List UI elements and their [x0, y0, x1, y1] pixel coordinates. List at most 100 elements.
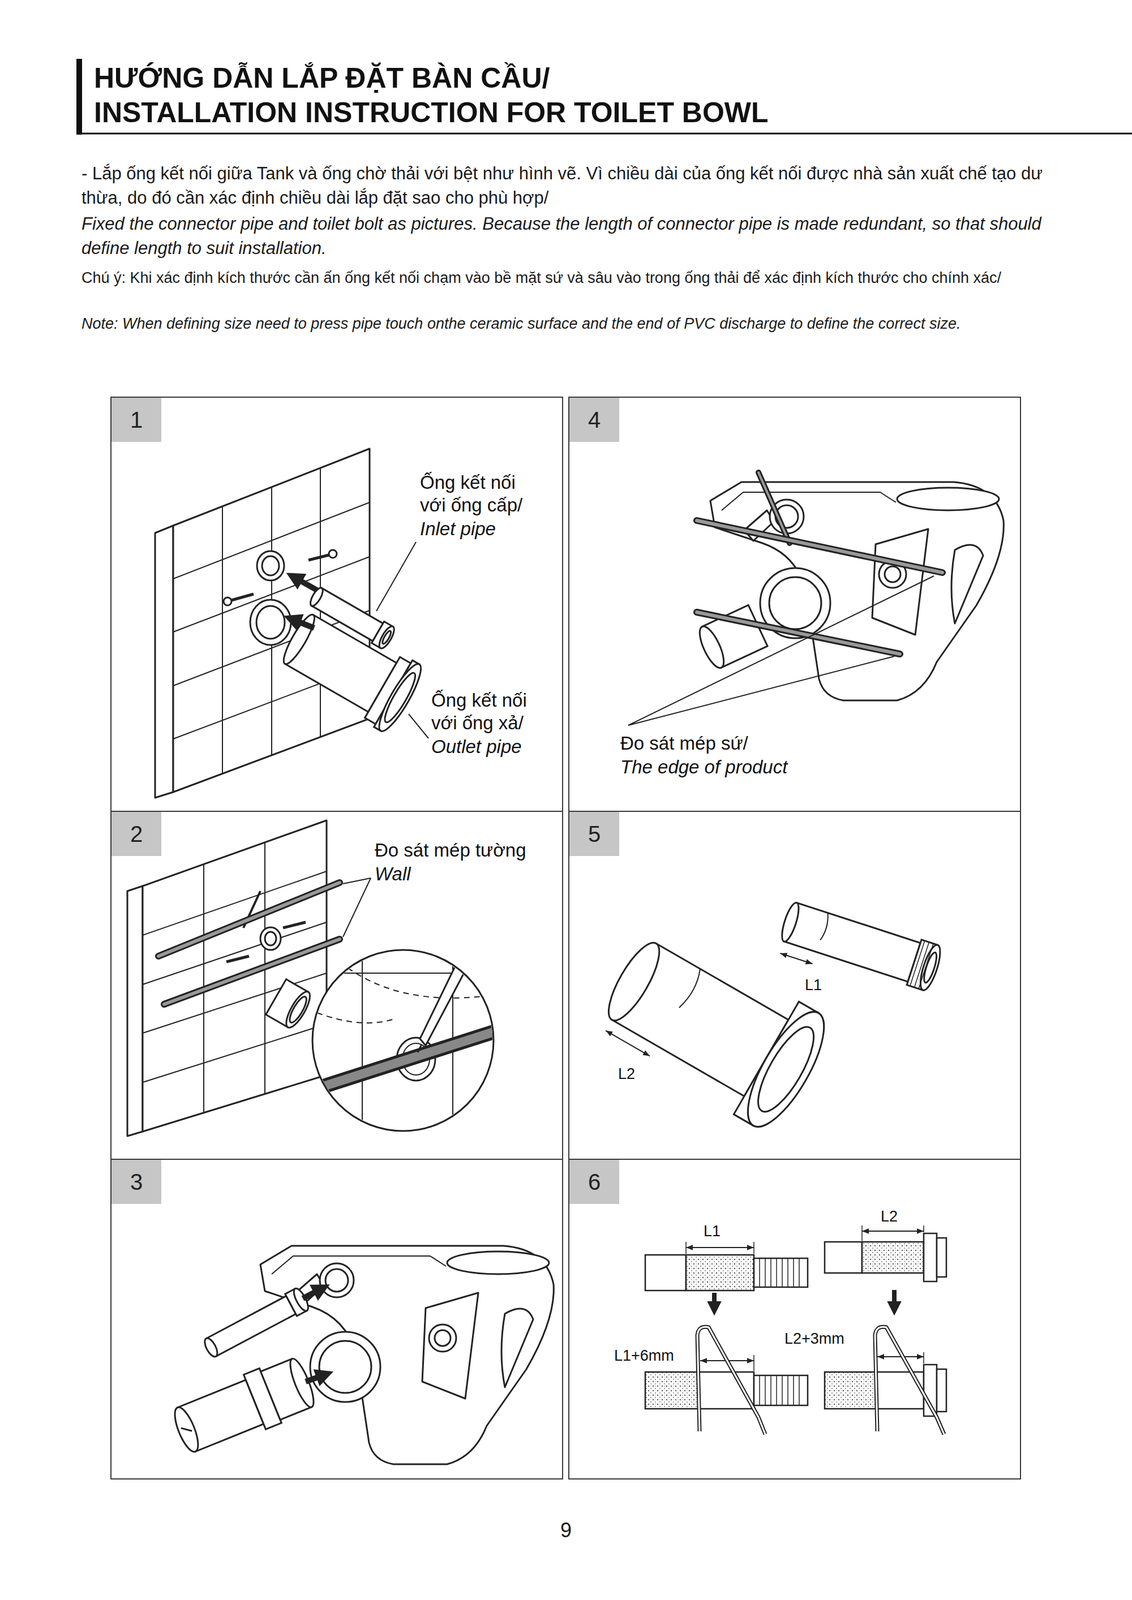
push-arrow [298, 580, 317, 591]
outlet-pipe [678, 968, 705, 1010]
leader-line [628, 576, 934, 726]
magnifier [305, 950, 510, 1132]
pipe-cut-diagram [753, 1355, 755, 1372]
pipe-cut-diagram [759, 1375, 800, 1406]
hacksaw [697, 1327, 945, 1435]
pipe-cut-diagram [862, 1225, 924, 1242]
step-number: 5 [569, 812, 620, 857]
measuring-rod [164, 939, 340, 1005]
measuring-rod [696, 612, 900, 655]
callout-label: Ống kết nối với ống xả/ [431, 689, 556, 735]
magnifier [305, 950, 510, 1132]
callout-label: L2+3mm [784, 1330, 845, 1349]
wall-illustration [256, 551, 285, 581]
down-arrow [712, 1293, 717, 1305]
inlet-pipe [202, 1336, 220, 1359]
outlet-pipe [605, 1031, 650, 1057]
outlet-stub [286, 995, 310, 1026]
step-panel: 3 [110, 1159, 564, 1481]
pipe-cut-diagram [753, 1375, 808, 1406]
measuring-rod [164, 939, 340, 1005]
wall-illustration [223, 597, 232, 606]
push-arrow [302, 1291, 320, 1383]
push-arrow [305, 1377, 320, 1383]
intro-text: Fixed the connector pipe and toilet bolt… [81, 211, 1070, 261]
hacksaw [875, 1327, 945, 1435]
outlet-pipe [273, 602, 428, 736]
outlet-pipe [285, 1356, 319, 1410]
inlet-pipe [376, 624, 397, 651]
callout-label: Đo sát mép sứ/ [620, 732, 749, 756]
toilet-bowl [710, 482, 1004, 701]
wall-illustration [283, 922, 306, 929]
callout-label: Ống kết nối với ống cấp/ [419, 471, 545, 517]
callout-label: Inlet pipe [419, 517, 496, 541]
pipe-cut-diagram [923, 1352, 925, 1365]
step-number: 6 [569, 1160, 620, 1205]
note-text: Note: When defining size need to press p… [81, 312, 1070, 336]
callout-label: Wall [374, 863, 411, 886]
inlet-pipe [200, 1287, 311, 1362]
pipe-cut-diagram [936, 1369, 947, 1413]
pipe-cut-diagram [685, 1255, 754, 1292]
measuring-rod [696, 520, 943, 573]
outlet-pipe [279, 611, 320, 668]
inlet-pipe [290, 1287, 311, 1314]
measuring-rod [158, 882, 340, 957]
magnifier [419, 962, 468, 1046]
pipe-cut-diagram [685, 1242, 754, 1255]
wall-illustration [308, 554, 332, 561]
measuring-rod [158, 882, 340, 1005]
outlet-pipe [170, 1405, 203, 1456]
wall-illustration [155, 525, 174, 799]
inlet-pipe [206, 1296, 296, 1358]
pipe-cut-diagram [645, 1372, 700, 1410]
pipe-cut-diagram [824, 1242, 863, 1274]
wall-illustration [226, 956, 250, 963]
pipe-cut-diagram [936, 1238, 947, 1278]
measuring-rod [696, 472, 943, 655]
step-number: 3 [111, 1160, 162, 1205]
pipe-cut-diagram [759, 1258, 800, 1288]
measuring-rod [696, 612, 900, 655]
step-panel: 6L1L2L1+6mmL2+3mm [568, 1159, 1022, 1481]
leader-line [628, 576, 934, 726]
pipe-cut-diagram [862, 1242, 924, 1274]
magnifier [316, 962, 487, 1024]
outlet-pipe [733, 1001, 838, 1138]
leader-line [342, 878, 371, 938]
pipe-cut-diagram [645, 1225, 947, 1417]
toilet-bowl [260, 1246, 554, 1465]
callout-label: Outlet pipe [431, 735, 522, 759]
step-panel: 4Đo sát mép sứ/The edge of product [568, 396, 1022, 813]
wall-illustration [328, 550, 337, 559]
pipe-cut-diagram [753, 1258, 808, 1288]
leader-line [628, 656, 895, 726]
pipe-cut-diagram [923, 1233, 937, 1282]
step-number: 2 [111, 812, 162, 857]
leader-line [376, 542, 417, 612]
wall-illustration [260, 927, 281, 951]
inlet-pipe [783, 903, 921, 983]
outlet-pipe [599, 936, 668, 1028]
wall-illustration [250, 599, 291, 646]
wall-illustration [264, 932, 277, 946]
step-panel: 1Ống kết nối với ống cấp/Inlet pipeỐng k… [110, 396, 564, 813]
wall-illustration [155, 448, 370, 799]
wall-illustration [127, 886, 143, 1137]
leader-line [376, 542, 429, 739]
leader-line [342, 878, 371, 938]
callout-label: L1 [703, 1222, 721, 1242]
push-arrow [297, 580, 317, 629]
magnifier [305, 1027, 510, 1093]
heading-rule [76, 58, 1132, 135]
leader-line [342, 878, 371, 885]
pipe-cut-diagram [645, 1255, 686, 1292]
wall-illustration [256, 606, 285, 640]
outlet-stub [695, 623, 729, 672]
magnifier [417, 1044, 422, 1053]
step-number: 1 [111, 397, 162, 443]
outlet-pipe [589, 918, 839, 1138]
outlet-stub [281, 988, 315, 1031]
